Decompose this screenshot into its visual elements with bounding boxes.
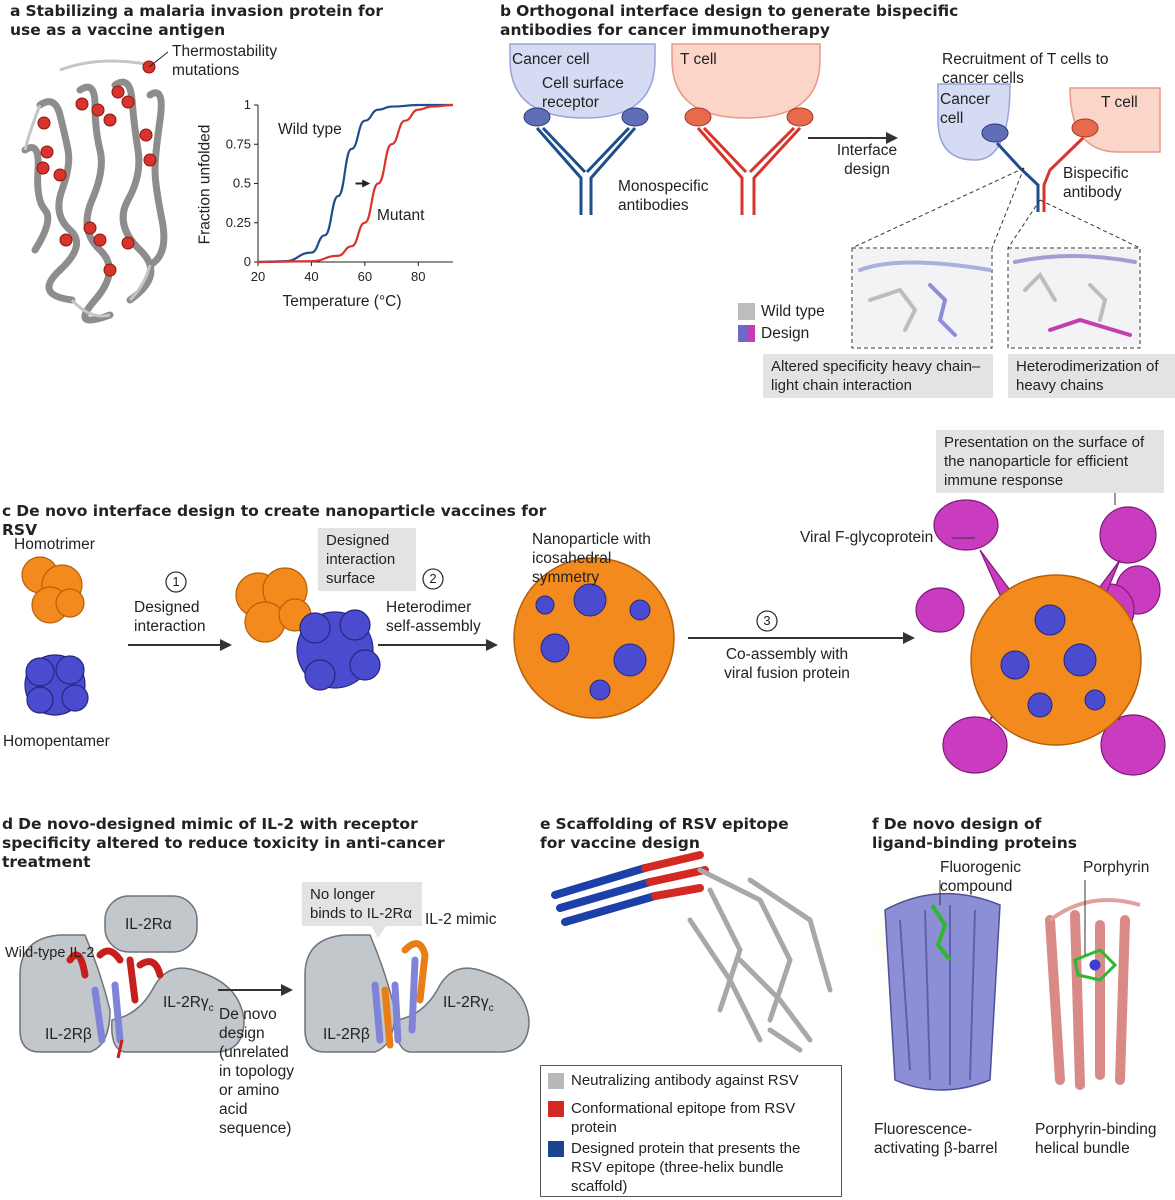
homotrimer-label: Homotrimer (14, 536, 95, 553)
porphyrin-label: Porphyrin (1083, 859, 1150, 876)
x-tick-label: 40 (304, 269, 318, 284)
y-tick-label: 0.5 (233, 176, 251, 191)
altered-specificity-callout: Altered specificity heavy chain–light ch… (763, 354, 993, 398)
step3-number: 3 (763, 613, 771, 628)
receptor-label: Cell surface receptor (542, 75, 624, 111)
series-line-1 (257, 103, 454, 264)
step3-label: Co-assembly with viral fusion protein (724, 646, 850, 682)
x-tick-label: 20 (251, 269, 265, 284)
monospecific-label: Monospecific antibodies (618, 178, 709, 214)
cancer-cell-2-label: Cancer cell (940, 91, 990, 127)
step1-label: Designed interaction (134, 599, 206, 635)
step1-number: 1 (172, 574, 180, 589)
y-tick-label: 0.75 (226, 136, 251, 151)
x-tick-label: 80 (411, 269, 425, 284)
il2rg-label: IL-2Rγc (163, 994, 214, 1015)
il2-mimic-label: IL-2 mimic (425, 911, 497, 928)
step2-label: Heterodimer self-assembly (386, 599, 481, 635)
y-tick-label: 0.25 (226, 215, 251, 230)
legend-design: Design (761, 325, 810, 342)
legend-entry (548, 1073, 564, 1089)
il2rb-label: IL-2Rβ (45, 1026, 92, 1043)
nanoparticle-label: Nanoparticle with icosahedral symmetry (532, 531, 651, 586)
de-novo-label: De novo design (unrelated in topology or… (219, 1006, 294, 1137)
recruitment-label: Recruitment of T cells to cancer cells (942, 51, 1109, 87)
presentation-callout: Presentation on the surface of the nanop… (936, 430, 1164, 493)
chart-xlabel: Temperature (°C) (282, 293, 402, 310)
fluorogenic-label: Fluorogenic compound (940, 859, 1021, 895)
y-tick-label: 0 (244, 254, 251, 269)
barrel-label: Fluorescence-activating β-barrel (874, 1121, 998, 1157)
bispecific-label: Bispecific antibody (1063, 165, 1129, 201)
cancer-cell-label: Cancer cell (512, 51, 590, 68)
homopentamer-label: Homopentamer (3, 733, 110, 750)
legend-entry-text: Conformational epitope from RSV protein (571, 1100, 796, 1136)
legend-entry-text: Designed protein that presents the RSV e… (571, 1140, 801, 1195)
bundle-label: Porphyrin-binding helical bundle (1035, 1121, 1157, 1157)
series-label-mutant: Mutant (377, 207, 425, 224)
legend-wild-type: Wild type (761, 303, 825, 320)
panel-e-legend: Neutralizing antibody against RSV Confor… (540, 1065, 842, 1197)
y-tick-label: 1 (244, 97, 251, 112)
interaction-surface-callout: Designed interaction surface (318, 528, 416, 591)
x-tick-label: 60 (358, 269, 372, 284)
series-line-0 (257, 103, 453, 264)
thermostability-label: Thermostability mutations (172, 43, 278, 79)
wild-il2-label: Wild-type IL-2 (5, 945, 95, 961)
t-cell-label: T cell (680, 51, 717, 68)
heterodimerization-callout: Heterodimerization of heavy chains (1008, 354, 1175, 398)
legend-entry (548, 1101, 564, 1117)
legend-entry (548, 1141, 564, 1157)
series-label-wild: Wild type (278, 121, 342, 138)
no-longer-binds-callout: No longer binds to IL-2Rα (302, 882, 422, 926)
step2-number: 2 (429, 571, 437, 586)
il2ra-label: IL-2Rα (125, 916, 172, 933)
il2rg-2-label: IL-2Rγc (443, 994, 494, 1015)
legend-entry-text: Neutralizing antibody against RSV (571, 1072, 799, 1089)
t-cell-2-label: T cell (1101, 94, 1138, 111)
interface-design-label: Interface design (836, 142, 898, 178)
viral-f-label: Viral F-glycoprotein (800, 529, 934, 546)
shift-arrow-head (362, 179, 371, 188)
il2rb-2-label: IL-2Rβ (323, 1026, 370, 1043)
